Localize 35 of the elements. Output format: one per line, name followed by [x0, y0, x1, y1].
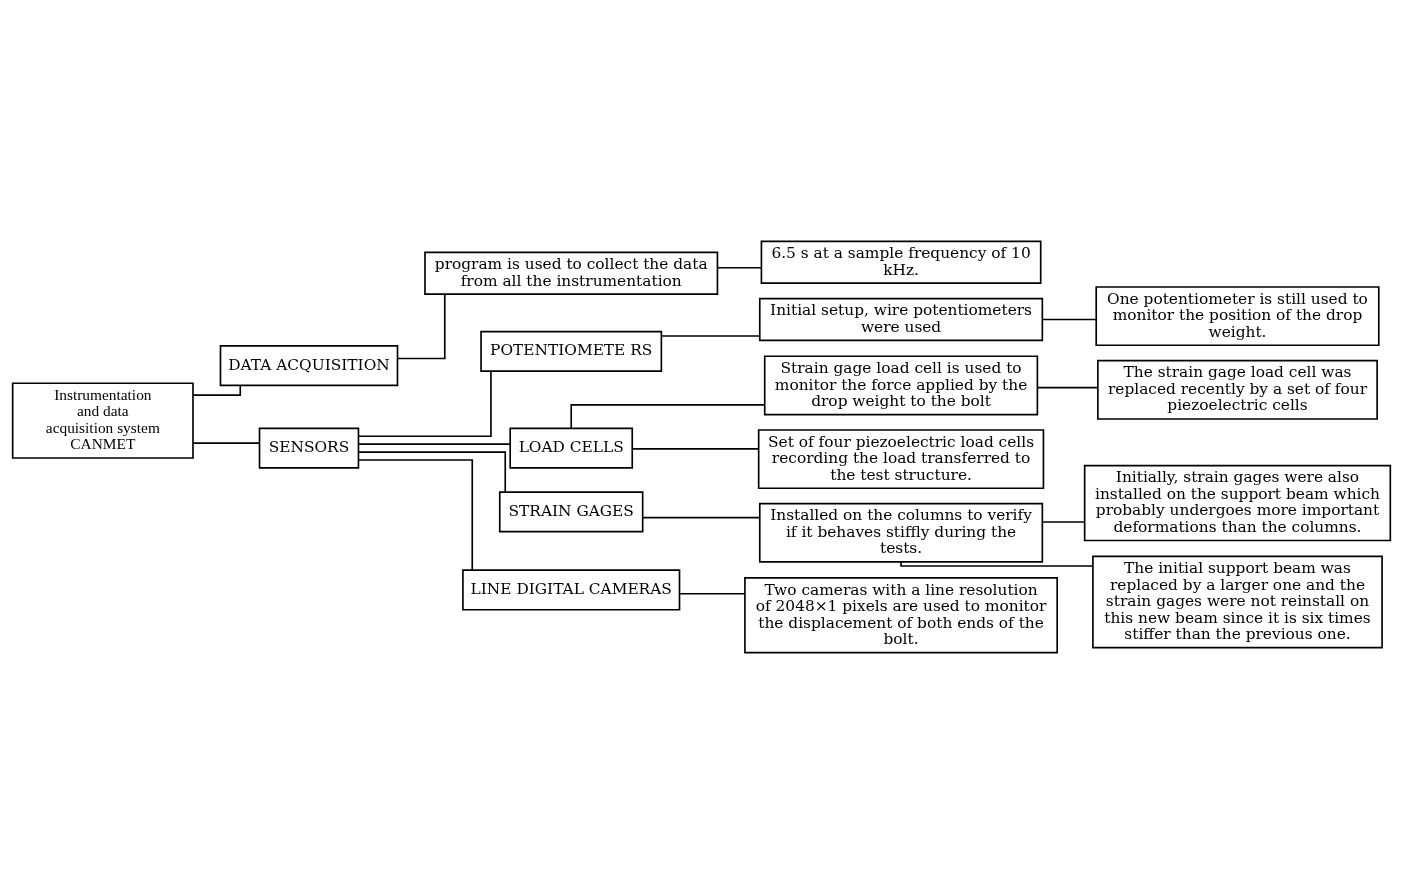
node-box: DATA ACQUISITION: [219, 345, 399, 387]
node-box: STRAIN GAGES: [498, 491, 644, 533]
node-box: Strain gage load cell is used to monitor the force applied by the drop weight to the bolt: [763, 355, 1039, 416]
connector: [192, 442, 261, 444]
node-box: Initially, strain gages were also installed on the support beam which probably undergoes more important deformations than the columns.: [1083, 464, 1392, 542]
connector: [631, 448, 760, 450]
node-box: LINE DIGITAL CAMERAS: [462, 569, 681, 611]
node-box: The initial support beam was replaced by a larger one and the strain gages were not reinstall on this new beam since it is six times stiffer than the previous one.: [1092, 555, 1383, 649]
connector: [570, 404, 766, 429]
node-box: Initial setup, wire potentiometers were used: [758, 297, 1044, 342]
node-box: The strain gage load cell was replaced recently by a set of four piezoelectric cells: [1097, 359, 1378, 420]
connector: [357, 443, 511, 445]
node-box: Two cameras with a line resolution of 2048×1 pixels are used to monitor the displacement of both ends of the bolt.: [744, 577, 1058, 654]
connector: [717, 266, 763, 269]
node-box: Installed on the columns to verify if it behaves stiffly during the tests.: [758, 502, 1044, 563]
node-box: LOAD CELLS: [509, 427, 634, 469]
node-box: POTENTIOMETE RS: [480, 330, 663, 372]
connector: [1036, 386, 1099, 389]
connector: [396, 293, 446, 360]
connector: [678, 592, 746, 595]
connector: [358, 459, 474, 571]
connector: [641, 516, 761, 519]
node-box: Set of four piezoelectric load cells recording the load transferred to the test structure.: [757, 429, 1045, 490]
node-box: program is used to collect the data from all the instrumentation: [424, 251, 719, 295]
node-box: SENSORS: [258, 427, 360, 469]
connector: [1041, 521, 1086, 523]
node-box: Instrumentation and data acquisition system CANMET: [11, 382, 194, 459]
connector: [660, 335, 761, 337]
connector: [900, 561, 1094, 567]
connector: [1041, 318, 1097, 321]
node-box: 6.5 s at a sample frequency of 10 kHz.: [760, 240, 1042, 284]
node-box: One potentiometer is still used to monitor the position of the drop weight.: [1095, 286, 1380, 347]
connector: [192, 384, 242, 396]
connector: [357, 370, 492, 438]
connector: [357, 451, 507, 493]
